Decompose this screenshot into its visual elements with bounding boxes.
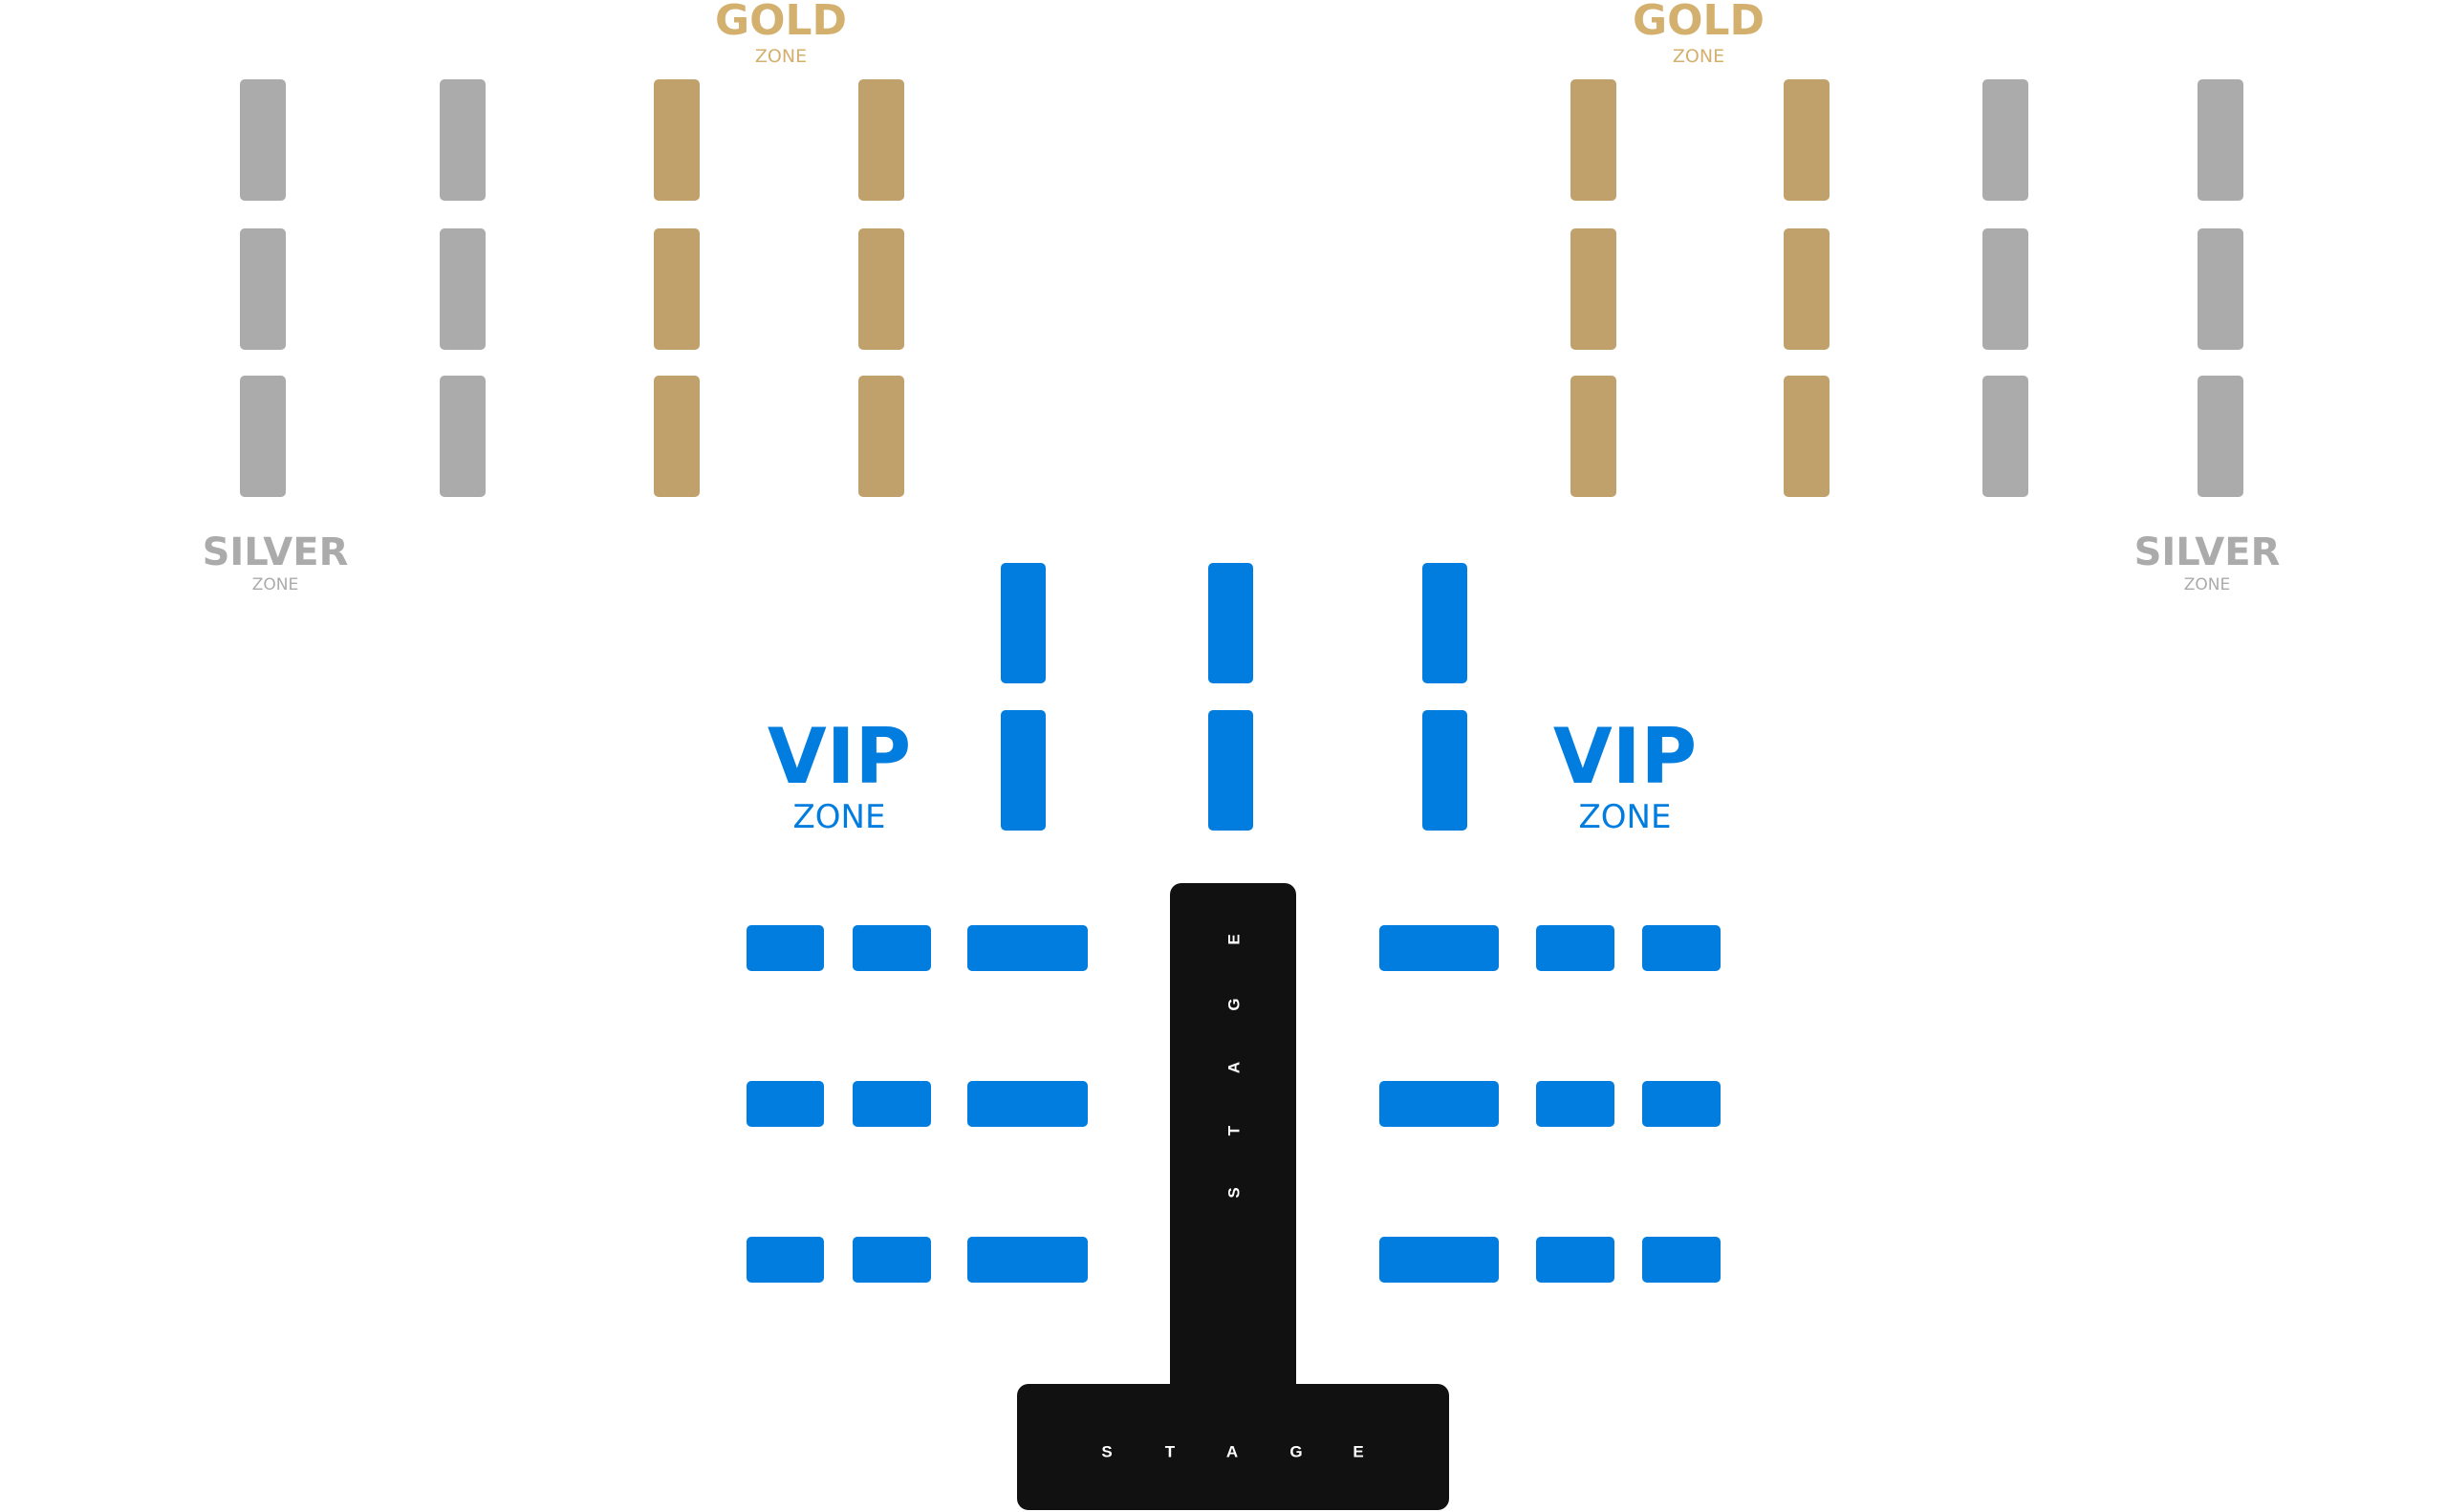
stage-runway-letter: S (1224, 1187, 1244, 1199)
silver-seat-block[interactable] (2198, 79, 2243, 201)
gold-seat-block[interactable] (858, 228, 904, 350)
gold-zone-title: GOLD (714, 0, 848, 45)
stage-runway-letter: E (1224, 934, 1244, 945)
silver-seat-block[interactable] (2198, 376, 2243, 497)
gold-zone-subtitle: ZONE (754, 46, 808, 67)
vip-zone-subtitle: ZONE (1578, 798, 1672, 836)
silver-seat-block[interactable] (440, 79, 486, 201)
silver-seat-block[interactable] (240, 376, 286, 497)
vip-table[interactable] (1642, 1237, 1721, 1283)
silver-seat-block[interactable] (1982, 376, 2028, 497)
vip-table[interactable] (967, 925, 1088, 971)
gold-seat-block[interactable] (1570, 228, 1616, 350)
vip-table[interactable] (1379, 1237, 1499, 1283)
silver-seat-block[interactable] (240, 79, 286, 201)
vip-table[interactable] (747, 1081, 824, 1127)
vip-zone-label-left: VIP ZONE (767, 712, 912, 836)
vip-table[interactable] (1642, 925, 1721, 971)
stage-runway-letter: G (1224, 998, 1244, 1011)
vip-table[interactable] (1536, 925, 1614, 971)
vip-seat-block[interactable] (1422, 710, 1467, 831)
silver-zone-title: SILVER (202, 530, 349, 574)
vip-seat-block[interactable] (1208, 563, 1253, 683)
vip-zone-title: VIP (1552, 712, 1698, 801)
vip-table[interactable] (853, 1237, 931, 1283)
gold-zone-subtitle: ZONE (1672, 46, 1725, 67)
gold-seat-block[interactable] (654, 376, 700, 497)
vip-seat-block[interactable] (1422, 563, 1467, 683)
vip-zone-subtitle: ZONE (792, 798, 886, 836)
stage-main (1017, 1384, 1449, 1510)
stage-letter: S (1101, 1442, 1113, 1461)
gold-seat-block[interactable] (1784, 79, 1830, 201)
vip-seat-block[interactable] (1001, 710, 1046, 831)
vip-zone-title: VIP (767, 712, 912, 801)
vip-table[interactable] (1379, 925, 1499, 971)
silver-zone-subtitle: ZONE (251, 575, 299, 594)
silver-zone-label-right: SILVER ZONE (2134, 533, 2281, 594)
gold-seat-block[interactable] (1784, 228, 1830, 350)
stage-letter: A (1225, 1442, 1239, 1461)
silver-seat-block[interactable] (240, 228, 286, 350)
stage-runway-letter: T (1224, 1125, 1244, 1136)
vip-zone-label-right: VIP ZONE (1552, 712, 1698, 836)
vip-table[interactable] (967, 1237, 1088, 1283)
gold-zone-label-left: GOLD ZONE (715, 0, 847, 66)
vip-table[interactable] (853, 1081, 931, 1127)
silver-seat-block[interactable] (2198, 228, 2243, 350)
gold-seat-block[interactable] (1784, 376, 1830, 497)
gold-seat-block[interactable] (1570, 376, 1616, 497)
vip-table[interactable] (853, 925, 931, 971)
vip-table[interactable] (1642, 1081, 1721, 1127)
silver-zone-title: SILVER (2133, 530, 2281, 574)
silver-seat-block[interactable] (440, 376, 486, 497)
stage-letter: G (1289, 1442, 1303, 1461)
stage-letter: E (1353, 1442, 1364, 1461)
silver-seat-block[interactable] (440, 228, 486, 350)
gold-seat-block[interactable] (654, 79, 700, 201)
gold-seat-block[interactable] (858, 79, 904, 201)
gold-seat-block[interactable] (1570, 79, 1616, 201)
vip-seat-block[interactable] (1001, 563, 1046, 683)
silver-seat-block[interactable] (1982, 79, 2028, 201)
vip-table[interactable] (1379, 1081, 1499, 1127)
silver-zone-subtitle: ZONE (2183, 575, 2231, 594)
silver-seat-block[interactable] (1982, 228, 2028, 350)
stage-joint (1170, 1376, 1296, 1395)
vip-table[interactable] (1536, 1237, 1614, 1283)
gold-seat-block[interactable] (654, 228, 700, 350)
vip-table[interactable] (747, 925, 824, 971)
stage-runway (1170, 883, 1296, 1418)
gold-seat-block[interactable] (858, 376, 904, 497)
gold-zone-title: GOLD (1632, 0, 1765, 45)
stage-letter: T (1164, 1442, 1176, 1461)
vip-table[interactable] (1536, 1081, 1614, 1127)
vip-table[interactable] (967, 1081, 1088, 1127)
vip-table[interactable] (747, 1237, 824, 1283)
silver-zone-label-left: SILVER ZONE (203, 533, 349, 594)
vip-seat-block[interactable] (1208, 710, 1253, 831)
stage-runway-letter: A (1224, 1061, 1244, 1074)
gold-zone-label-right: GOLD ZONE (1633, 0, 1765, 66)
